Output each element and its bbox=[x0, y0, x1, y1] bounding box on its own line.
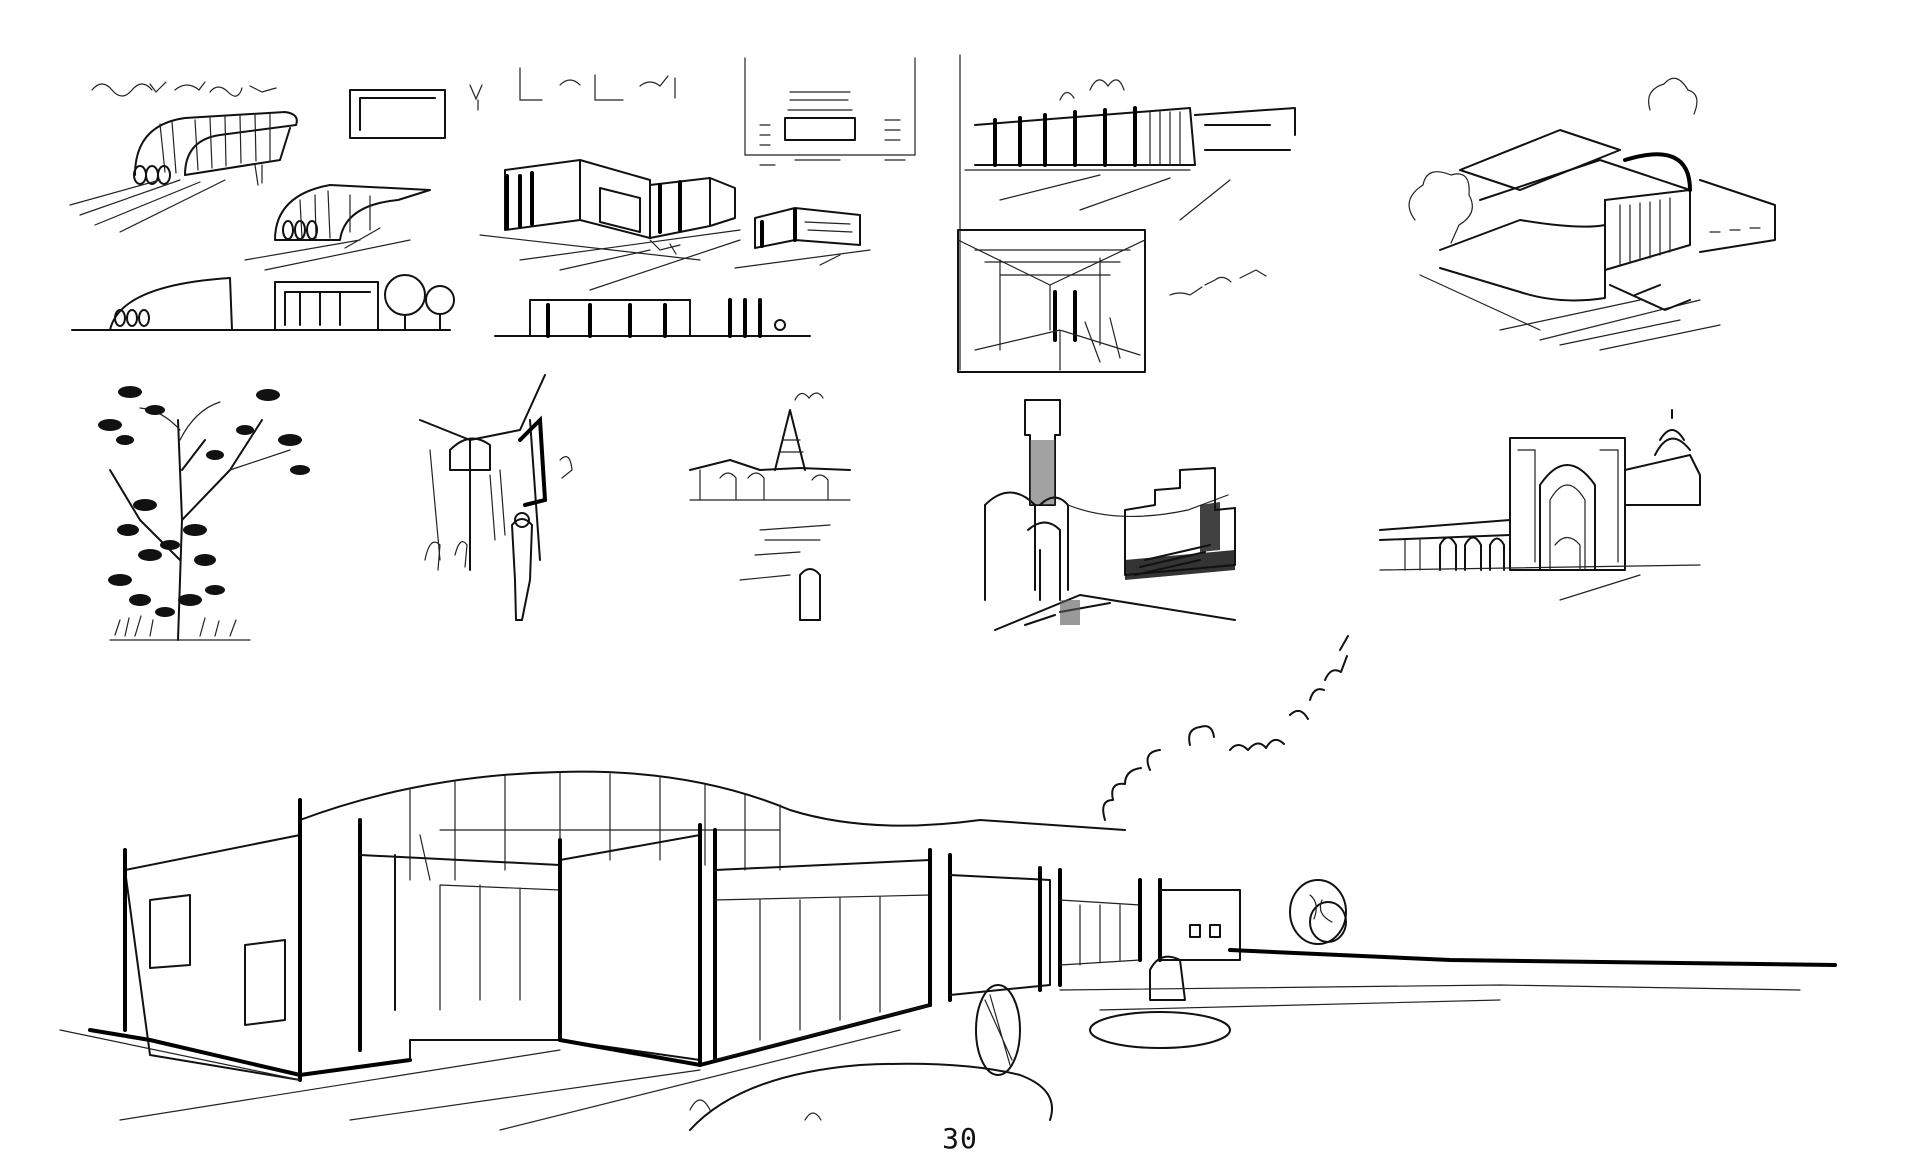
page-number: 30 bbox=[942, 1122, 978, 1155]
mosque-portal-sketch bbox=[1379, 409, 1701, 601]
interior-perspective-sketch bbox=[957, 229, 1267, 373]
bazaar-street-sketch bbox=[419, 374, 573, 621]
flat-roof-pavilion-sketch bbox=[349, 67, 811, 338]
colonnade-perspective-sketch bbox=[964, 79, 1296, 221]
main-building-perspective bbox=[59, 635, 1837, 1131]
axonometric-building-sketch bbox=[1408, 77, 1776, 351]
tree-sketch bbox=[98, 386, 310, 641]
curved-pavilion-sketch bbox=[69, 81, 455, 331]
mosque-courtyard-sketch bbox=[689, 392, 851, 621]
tower-and-stairs-sketch bbox=[984, 399, 1236, 631]
plans-elevations-sketch bbox=[734, 57, 916, 269]
